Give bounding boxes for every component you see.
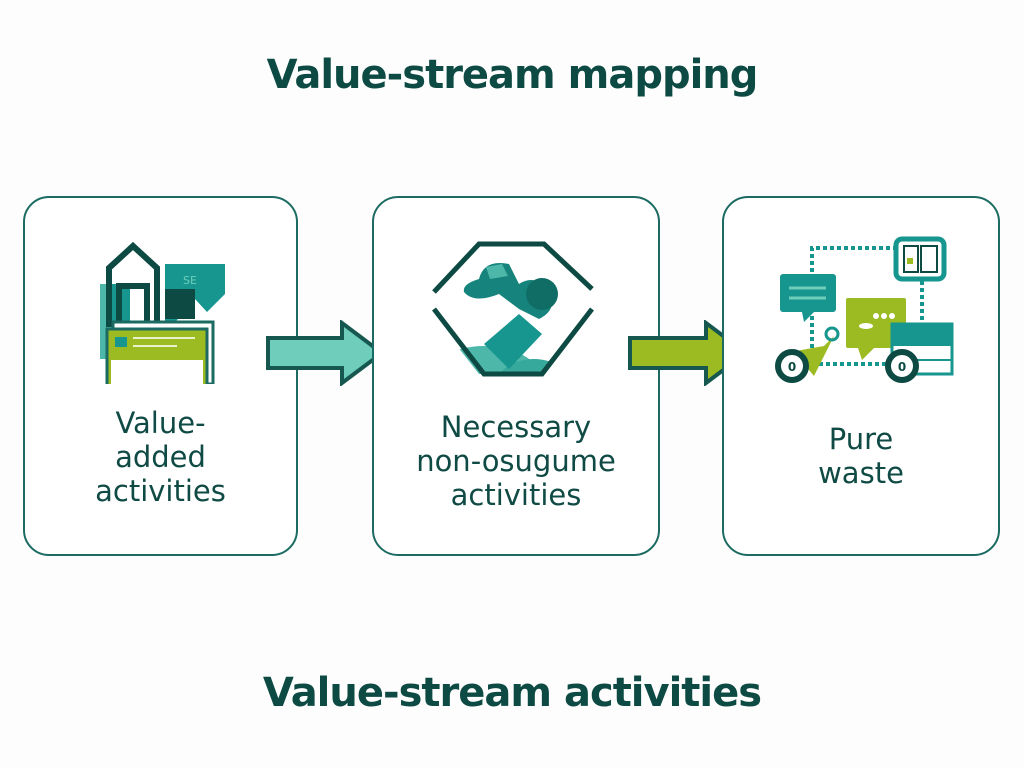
svg-text:SE: SE	[183, 274, 197, 287]
label-line: Value-	[115, 406, 206, 440]
robotic-arm-icon	[432, 241, 594, 377]
box-label: Necessary non-osugume activities	[374, 410, 658, 512]
label-line: activities	[95, 474, 226, 508]
label-line: waste	[818, 456, 904, 490]
document-upload-icon: SE	[100, 241, 225, 384]
label-line: added	[115, 440, 206, 474]
footer-title: Value-stream activities	[262, 670, 762, 716]
necessary-activities-box: Necessary non-osugume activities	[372, 196, 660, 556]
value-added-activities-box: SE Value- added activities	[23, 196, 298, 556]
label-line: Necessary	[440, 410, 592, 444]
svg-text:0: 0	[788, 360, 796, 374]
waste-flow-icon: 0 0	[775, 236, 954, 383]
arrow-right-icon	[266, 320, 386, 386]
label-line: non-osugume	[416, 444, 616, 478]
page-title: Value-stream mapping	[266, 52, 759, 98]
pure-waste-box: 0 0 Pure waste	[722, 196, 1000, 556]
label-line: Pure	[828, 422, 894, 456]
svg-text:0: 0	[898, 360, 906, 374]
box-label: Value- added activities	[25, 406, 296, 508]
box-label: Pure waste	[724, 422, 998, 490]
label-line: activities	[450, 478, 582, 512]
